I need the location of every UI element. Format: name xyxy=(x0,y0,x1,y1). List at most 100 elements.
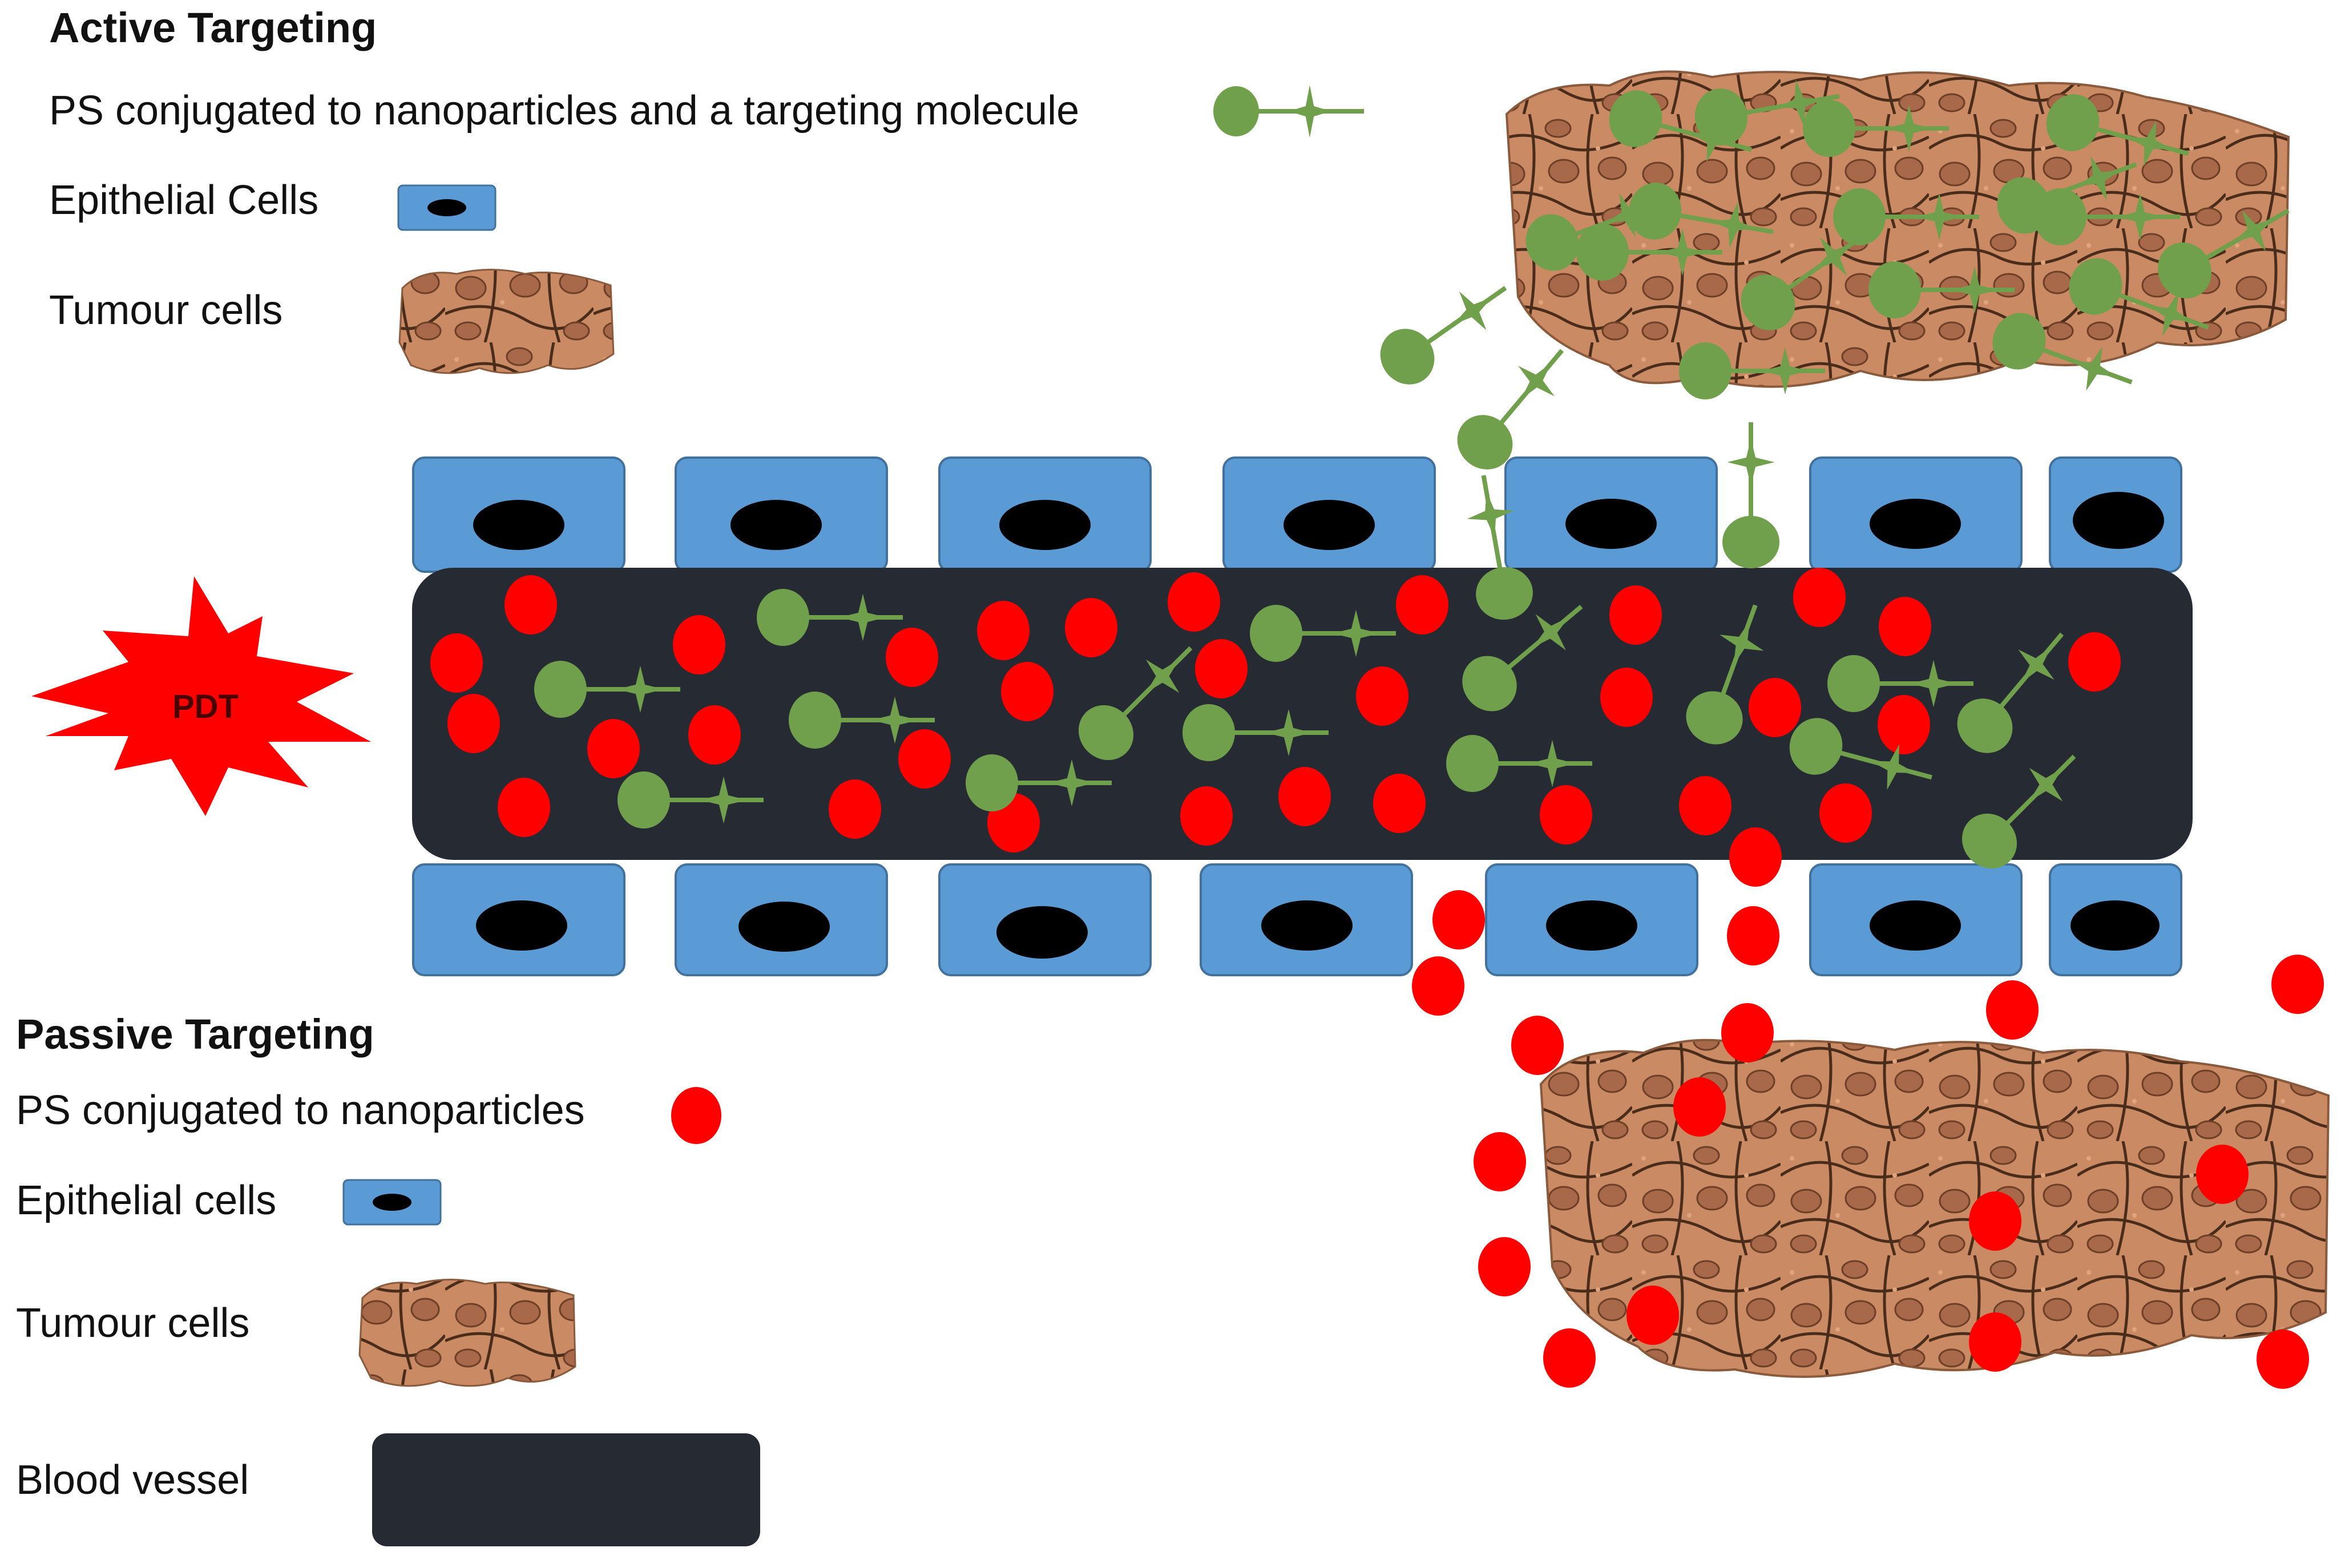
targeted-nanoparticle xyxy=(1446,735,1592,792)
nanoparticle xyxy=(1065,598,1117,657)
nanoparticle xyxy=(2271,955,2324,1014)
targeted-nanoparticle xyxy=(1722,422,1779,568)
epithelial-cell xyxy=(938,456,1152,573)
nanoparticle xyxy=(1986,980,2039,1040)
nanoparticle xyxy=(1679,776,1732,835)
nanoparticle xyxy=(498,778,550,837)
targeted-nanoparticle xyxy=(1462,599,1584,712)
targeted-nanoparticle-icon xyxy=(1213,85,1364,138)
nanoparticle xyxy=(1749,678,1801,737)
targeted-nanoparticle xyxy=(1961,751,2080,869)
epithelial-cell-icon xyxy=(342,1179,442,1226)
pdt-burst-icon xyxy=(31,576,371,816)
active-targeting-legend: Active Targeting PS conjugated to nanopa… xyxy=(49,4,1364,374)
nanoparticle xyxy=(673,615,725,674)
targeted-nanoparticle xyxy=(1868,261,2015,318)
epithelial-cell xyxy=(412,456,625,573)
nanoparticle xyxy=(829,779,881,839)
pdt-label: PDT xyxy=(172,688,239,725)
blood-vessel-icon xyxy=(372,1433,760,1546)
nanoparticle xyxy=(1478,1237,1531,1296)
nanoparticle xyxy=(898,729,951,789)
epithelial-cell-icon xyxy=(397,184,497,231)
targeted-nanoparticle xyxy=(534,661,680,718)
nanoparticle xyxy=(1600,668,1653,727)
targeted-nanoparticle xyxy=(1992,313,2133,399)
nanoparticle xyxy=(1168,572,1220,632)
nanoparticle xyxy=(1543,1328,1596,1388)
nanoparticle xyxy=(2068,632,2121,692)
nanoparticle xyxy=(2257,1329,2309,1389)
targeted-nanoparticle xyxy=(2157,198,2290,299)
nanoparticle xyxy=(1001,662,1054,721)
nanoparticle xyxy=(1180,786,1233,846)
nanoparticle xyxy=(886,628,938,687)
nanoparticle xyxy=(1356,666,1408,726)
epithelial-cell xyxy=(675,863,888,976)
legend-label-tumour-cells-2: Tumour cells xyxy=(16,1300,249,1346)
passive-targeting-legend: Passive Targeting PS conjugated to nanop… xyxy=(16,1011,760,1546)
nanoparticle xyxy=(1412,956,1464,1016)
targeted-nanoparticle xyxy=(1576,224,1722,281)
targeted-nanoparticle xyxy=(1997,148,2137,234)
targeted-nanoparticle xyxy=(1609,90,1752,168)
nanoparticle xyxy=(1511,1016,1564,1075)
legend-label-epithelial-cells-2: Epithelial cells xyxy=(16,1178,276,1223)
targeted-nanoparticle xyxy=(1789,718,1932,796)
nanoparticle xyxy=(504,575,557,635)
targeted-nanoparticle xyxy=(1741,224,1868,330)
targeted-nanoparticle xyxy=(1457,347,1570,470)
targeted-nanoparticle xyxy=(1380,278,1507,385)
epithelial-layer-bottom xyxy=(412,863,2182,976)
nanoparticle xyxy=(1609,585,1662,645)
pdt-burst: PDT xyxy=(31,576,371,816)
legend-label-targeted-nanoparticle: PS conjugated to nanoparticles and a tar… xyxy=(49,88,1079,134)
nanoparticle xyxy=(1396,575,1448,635)
epithelial-layer-top xyxy=(412,456,2182,573)
targeted-nanoparticle xyxy=(1694,75,1840,146)
targeted-nanoparticle xyxy=(2069,258,2209,344)
targeted-nanoparticle xyxy=(617,771,764,829)
nanoparticle xyxy=(1793,568,1846,627)
nanoparticle xyxy=(447,694,500,753)
tumour-cells-icon xyxy=(398,269,615,374)
nanoparticle xyxy=(1278,767,1331,826)
legend-label-nanoparticle: PS conjugated to nanoparticles xyxy=(16,1088,585,1133)
nanoparticle xyxy=(977,601,1030,660)
targeted-nanoparticle xyxy=(1686,604,1772,745)
targeted-nanoparticle xyxy=(1803,100,1949,157)
targeted-nanoparticle xyxy=(1833,188,1979,245)
nanoparticle xyxy=(1373,774,1426,833)
nanoparticle-icon xyxy=(671,1087,721,1144)
nanoparticle xyxy=(1721,1003,1774,1062)
targeted-nanoparticle xyxy=(1957,631,2070,753)
nanoparticle xyxy=(1879,597,1931,656)
targeted-nanoparticle xyxy=(1628,183,1774,253)
nanoparticle xyxy=(1878,695,1930,754)
legend-label-blood-vessel: Blood vessel xyxy=(16,1457,249,1503)
targeted-nanoparticle xyxy=(966,754,1112,811)
targeted-nanoparticle xyxy=(1250,605,1396,662)
nanoparticle xyxy=(1969,1312,2021,1372)
targeted-nanoparticle xyxy=(1827,655,1973,712)
nanoparticle xyxy=(587,719,640,778)
nanoparticle xyxy=(430,633,483,693)
epithelial-cell xyxy=(1222,456,1436,573)
tumour-cells-icon xyxy=(358,1279,576,1387)
targeted-nanoparticle xyxy=(2046,94,2189,172)
epithelial-cell xyxy=(675,456,888,573)
epithelial-cell xyxy=(938,863,1152,976)
nanoparticle-layer xyxy=(430,75,2324,1389)
nanoparticle xyxy=(2196,1145,2249,1204)
targeted-nanoparticle xyxy=(1463,475,1533,620)
nanoparticle xyxy=(1195,639,1248,698)
epithelial-cell xyxy=(1809,863,2023,976)
passive-targeting-heading: Passive Targeting xyxy=(16,1011,374,1058)
epithelial-cell xyxy=(1504,456,1718,573)
targeted-nanoparticle xyxy=(1182,704,1329,761)
targeted-nanoparticle xyxy=(1078,642,1196,761)
nanoparticle xyxy=(1969,1191,2021,1251)
active-targeting-heading: Active Targeting xyxy=(49,4,377,51)
legend-label-tumour-cells: Tumour cells xyxy=(49,288,282,333)
